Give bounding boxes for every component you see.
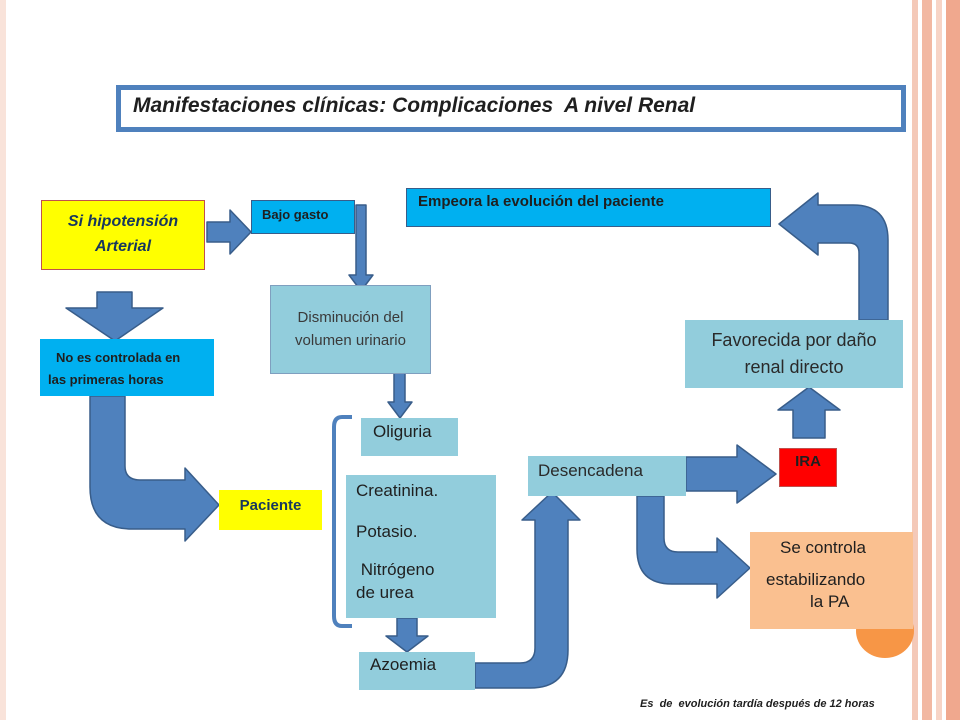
node-empeora: Empeora la evolución del paciente <box>406 188 771 227</box>
arrow-nocontrolada-to-paciente <box>89 395 220 542</box>
node-bajo-gasto: Bajo gasto <box>251 200 355 234</box>
lab-nitrogeno-line1: Nitrógeno <box>356 560 435 579</box>
node-azoemia: Azoemia <box>359 652 475 690</box>
arrow-hipotension-to-bajogasto <box>206 209 252 255</box>
arrow-desencadena-to-secontrola <box>636 495 751 599</box>
node-disminucion: Disminución del volumen urinario <box>270 285 431 374</box>
arrow-azoemia-to-desencadena <box>474 491 581 689</box>
node-se-controla: Se controla estabilizando la PA <box>750 532 913 629</box>
node-ira-label: IRA <box>795 453 821 470</box>
arrow-to-azoemia <box>385 617 429 653</box>
node-no-controlada-line2: las primeras horas <box>48 372 164 387</box>
se-controla-line2: estabilizando <box>766 570 866 589</box>
node-lab-values: Creatinina. Potasio. Nitrógeno de urea <box>346 475 496 618</box>
arrow-disminucion-to-oliguria <box>387 368 413 419</box>
decor-stripe-4 <box>946 0 960 720</box>
se-controla-line3: la PA <box>810 592 850 611</box>
lab-nitrogeno-line2: de urea <box>356 583 414 602</box>
node-oliguria: Oliguria <box>361 418 458 456</box>
arrow-desencadena-to-ira <box>685 444 777 504</box>
arrow-favorecida-to-empeora <box>778 192 889 321</box>
node-paciente: Paciente <box>219 490 322 530</box>
arrow-bajogasto-to-disminucion <box>348 204 374 292</box>
page-title: Manifestaciones clínicas: Complicaciones… <box>133 94 696 117</box>
node-bajo-gasto-label: Bajo gasto <box>262 207 329 222</box>
footer-note: Es de evolución tardía después de 12 hor… <box>640 698 875 710</box>
title-bar: Manifestaciones clínicas: Complicaciones… <box>116 85 906 132</box>
arrow-hipotension-down <box>65 291 164 342</box>
node-desencadena-label: Desencadena <box>538 461 643 480</box>
bracket-lab-values <box>332 415 352 628</box>
lab-creatinina: Creatinina. <box>356 481 439 500</box>
se-controla-line1: Se controla <box>780 538 866 557</box>
node-disminucion-label: Disminución del volumen urinario <box>295 309 406 349</box>
node-oliguria-label: Oliguria <box>373 422 432 441</box>
node-desencadena: Desencadena <box>528 456 686 496</box>
node-azoemia-label: Azoemia <box>370 655 437 674</box>
arrow-ira-to-favorecida <box>777 386 841 439</box>
node-favorecida-label: Favorecida por daño renal directo <box>711 330 877 377</box>
node-favorecida: Favorecida por daño renal directo <box>685 320 903 388</box>
decor-stripe-1 <box>912 0 918 720</box>
lab-potasio: Potasio. <box>356 522 418 541</box>
decor-stripe-left <box>0 0 6 720</box>
node-no-controlada-line1: No es controlada en <box>56 350 181 365</box>
decor-stripe-2 <box>922 0 932 720</box>
decor-stripe-3 <box>936 0 942 720</box>
node-hipotension: Si hipotensión Arterial <box>41 200 205 270</box>
node-paciente-label: Paciente <box>239 497 302 514</box>
node-empeora-label: Empeora la evolución del paciente <box>418 193 664 210</box>
node-no-controlada: No es controlada en las primeras horas <box>40 339 214 396</box>
node-hipotension-label: Si hipotensión Arterial <box>67 213 179 255</box>
node-ira: IRA <box>779 448 837 487</box>
